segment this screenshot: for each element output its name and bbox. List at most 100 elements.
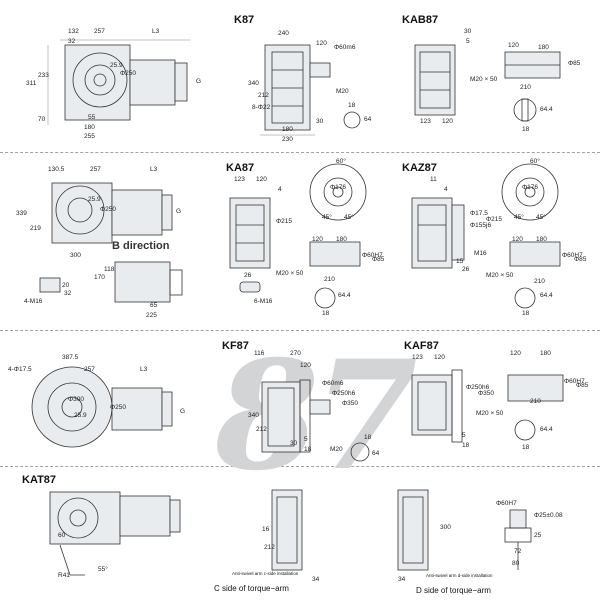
- dim: 116: [254, 350, 265, 357]
- dim: 210: [520, 84, 531, 91]
- dim: 60°: [530, 158, 540, 165]
- c-side-note: Anti-swivel arm c-side installation: [232, 571, 299, 576]
- dim: M20: [330, 446, 343, 453]
- dim: 130.5: [48, 166, 65, 173]
- dim: G: [176, 208, 182, 215]
- dim: 30: [316, 118, 324, 125]
- dim: 257: [84, 366, 95, 373]
- dim: G: [196, 78, 202, 85]
- kat87-drawing: [49, 489, 532, 576]
- dim: 64: [364, 116, 372, 123]
- dim: 340: [248, 80, 259, 87]
- dim: 300: [70, 252, 81, 259]
- dim: Φ215: [276, 218, 293, 225]
- dim: 6-M16: [254, 298, 273, 305]
- ka87-title: KA87: [226, 162, 255, 174]
- dim: M20 × 50: [476, 410, 504, 417]
- dim: 8-Φ22: [252, 104, 271, 111]
- dim: 45°: [322, 214, 332, 221]
- kf87-front-drawing: [261, 379, 370, 462]
- kf87-side-drawing: [31, 366, 173, 448]
- dim: Φ85: [568, 60, 581, 67]
- kaz87-drawing: [411, 163, 561, 309]
- dim: M20: [336, 88, 349, 95]
- dim: 120: [256, 176, 267, 183]
- dim: 55°: [98, 566, 108, 573]
- dim: 120: [510, 350, 521, 357]
- dim: Φ350: [342, 400, 359, 407]
- dim: Φ300: [68, 396, 85, 403]
- dim: 123: [420, 118, 431, 125]
- dim: Φ155j6: [470, 222, 492, 229]
- dim: 72: [514, 548, 522, 555]
- dim: 18: [348, 102, 356, 109]
- dim: Φ85: [372, 256, 385, 263]
- dim: 65: [150, 302, 158, 309]
- dim: 120: [508, 42, 519, 49]
- dim: 212: [258, 92, 269, 99]
- dim: 118: [104, 266, 115, 273]
- dim: Φ350: [478, 390, 495, 397]
- dim: 120: [312, 236, 323, 243]
- dim: Φ250h6: [332, 390, 356, 397]
- dim: 34: [398, 576, 406, 583]
- dim: 120: [316, 40, 327, 47]
- dim: L3: [150, 166, 158, 173]
- dim: L3: [152, 28, 160, 35]
- dim: 4: [278, 186, 282, 193]
- dim: 20: [62, 282, 70, 289]
- dim: 5: [462, 432, 466, 439]
- dim: 25.9: [74, 412, 87, 419]
- dim: 60: [58, 532, 66, 539]
- kab87-title: KAB87: [402, 14, 439, 26]
- dim: 180: [336, 236, 347, 243]
- d-side-note: Anti-swivel arm d-side installation: [426, 573, 493, 578]
- dim: 219: [30, 225, 41, 232]
- kf87-title: KF87: [222, 340, 249, 352]
- dim: 5: [304, 436, 308, 443]
- dim: 70: [38, 116, 46, 123]
- kat87-title: KAT87: [22, 474, 57, 486]
- dim: Φ25±0.08: [534, 512, 563, 519]
- dim: 30: [464, 28, 472, 35]
- dim: 180: [540, 350, 551, 357]
- dim: Φ215: [486, 216, 503, 223]
- dim: M20 × 50: [486, 272, 514, 279]
- section-divider: [0, 466, 600, 467]
- kaf87-drawing: [411, 369, 564, 443]
- dim: 32: [64, 290, 72, 297]
- dim: Φ250: [110, 404, 127, 411]
- dim: Φ250: [120, 70, 137, 77]
- dim: 233: [38, 72, 49, 79]
- d-side-caption: D side of torque−arm: [416, 586, 491, 595]
- dim: 270: [290, 350, 301, 357]
- dim: 18: [462, 442, 470, 449]
- ka87-side-drawing: [39, 182, 183, 303]
- dim: 240: [278, 30, 289, 37]
- dim: 64.4: [338, 292, 351, 299]
- dim: 25: [534, 532, 542, 539]
- dim: L3: [140, 366, 148, 373]
- section-divider: [0, 152, 600, 153]
- dim: 120: [434, 354, 445, 361]
- dim: 120: [300, 362, 311, 369]
- dim: 4: [444, 186, 448, 193]
- dim: 255: [84, 133, 95, 140]
- dim: Φ250: [100, 206, 117, 213]
- dim: Φ60m6: [322, 380, 344, 387]
- dim: M20 × 50: [470, 76, 498, 83]
- dim: 340: [248, 412, 259, 419]
- b-direction-label: B direction: [112, 240, 170, 252]
- dim: 30: [290, 440, 298, 447]
- dim: 11: [430, 176, 437, 183]
- dim: 212: [264, 544, 275, 551]
- dim: Φ60H7: [362, 252, 383, 259]
- dim: 132: [68, 28, 79, 35]
- dim: 18: [364, 434, 372, 441]
- dim: 230: [282, 136, 293, 143]
- dim: 18: [522, 126, 530, 133]
- kab87-drawing: [414, 44, 561, 122]
- dim: 170: [94, 274, 105, 281]
- dim: Φ60H7: [562, 252, 583, 259]
